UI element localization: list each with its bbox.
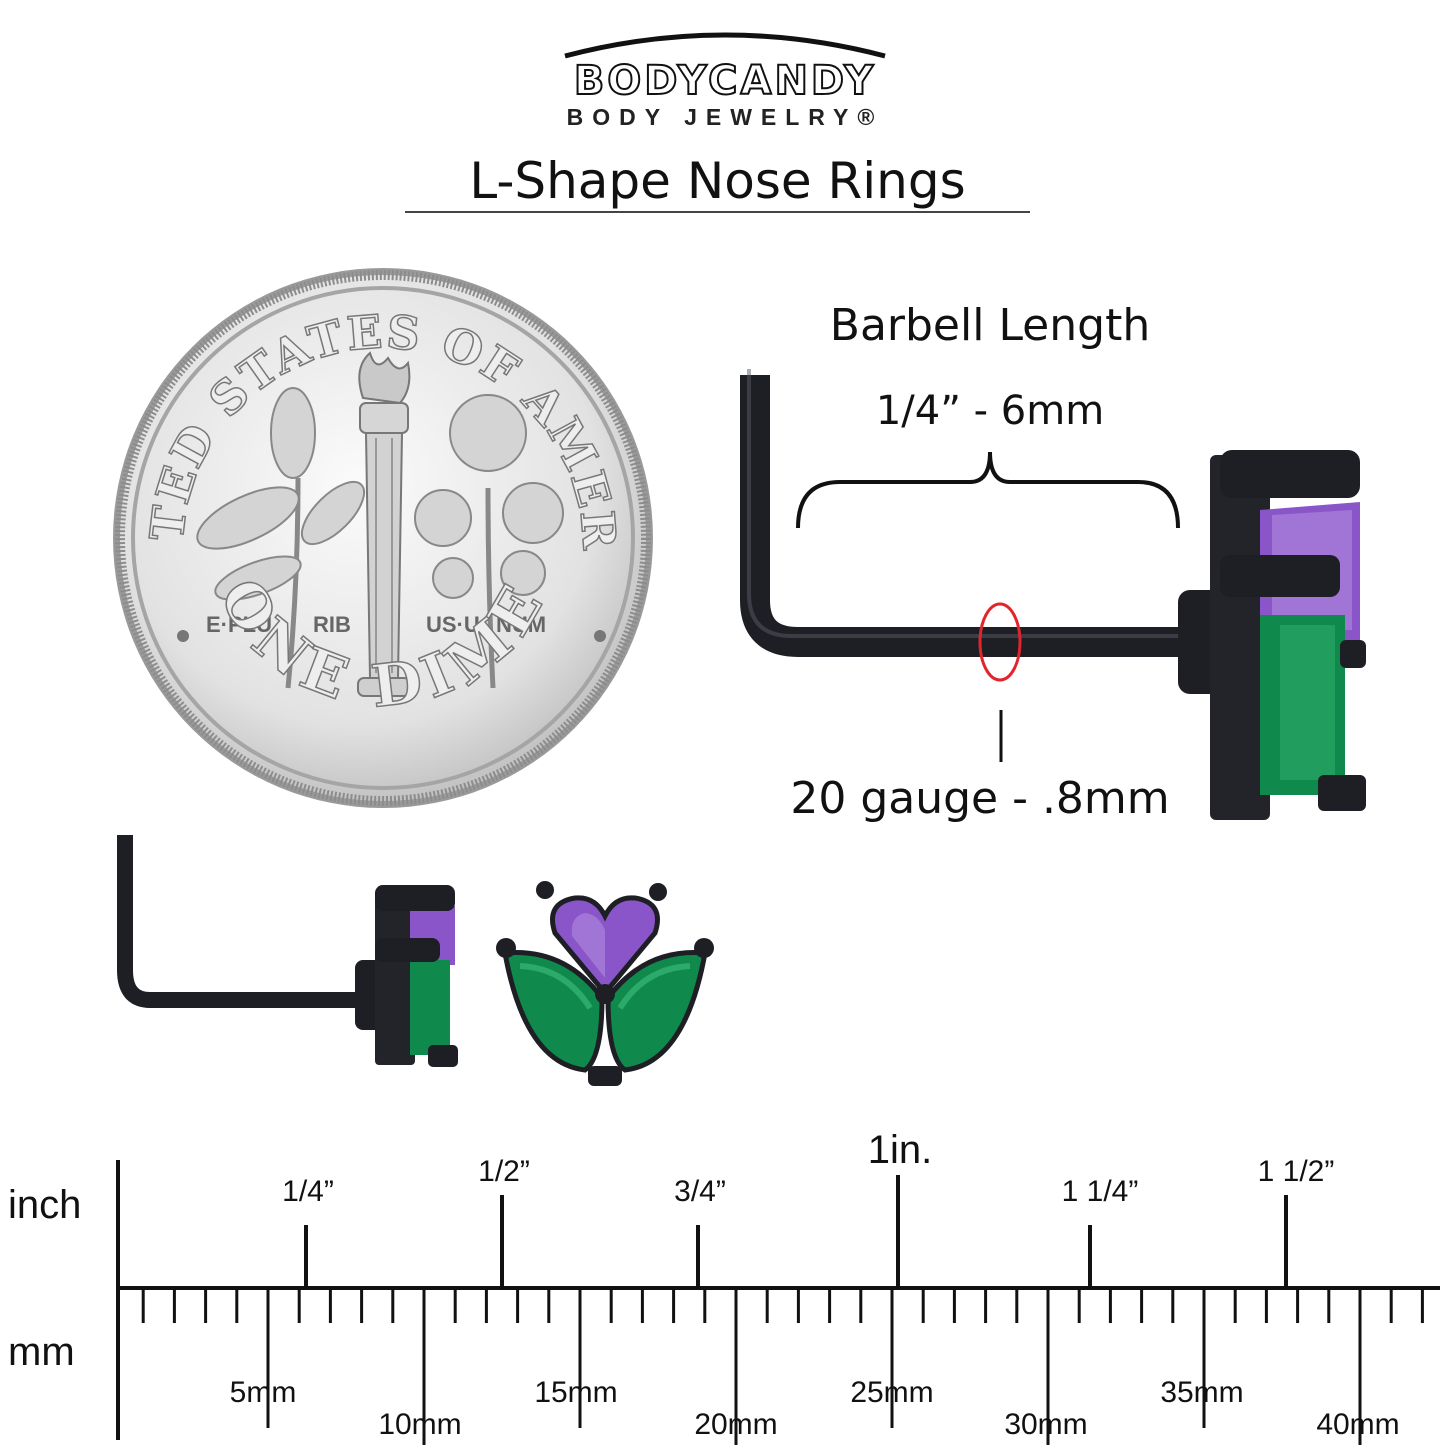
mm-mark-40: 40mm (1316, 1408, 1400, 1441)
logo-arc (564, 32, 886, 59)
brand-logo-text: BODYCANDY (573, 57, 877, 105)
ruler-inch-label: inch (8, 1183, 82, 1227)
ruler-mm-ticks (141, 1288, 1424, 1445)
nose-ring-front-view (496, 881, 714, 1086)
ruler-mm-label: mm (8, 1330, 75, 1374)
measurement-ruler (116, 1160, 1440, 1445)
mm-mark-30: 30mm (1004, 1408, 1088, 1441)
mm-mark-35: 35mm (1160, 1376, 1244, 1409)
barbell-length-label: Barbell Length (829, 300, 1151, 351)
mm-mark-25: 25mm (850, 1376, 934, 1409)
gauge-label: 20 gauge - .8mm (790, 773, 1170, 824)
mm-mark-20: 20mm (694, 1408, 778, 1441)
nose-ring-side-view (740, 369, 1366, 820)
inch-mark-one-half: 1 1/2” (1257, 1155, 1335, 1188)
inch-mark-quarter: 1/4” (282, 1175, 334, 1208)
coin-motto-3: US·U (426, 612, 480, 637)
coin-motto-2: RIB (313, 612, 351, 637)
barbell-length-value: 1/4” - 6mm (875, 388, 1105, 434)
mm-mark-10: 10mm (378, 1408, 462, 1441)
mm-mark-5: 5mm (229, 1376, 297, 1409)
coin-motto-4: NUM (496, 612, 546, 637)
inch-mark-half: 1/2” (478, 1155, 530, 1188)
inch-mark-three-quarter: 3/4” (674, 1175, 726, 1208)
title-underline (405, 211, 1030, 213)
brand-subtitle: BODY JEWELRY® (566, 104, 884, 130)
dime-coin: E·PLU RIB US·U NUM UNITED STATES OF AMER… (108, 258, 653, 808)
nose-ring-small-side-view (117, 835, 458, 1067)
coin-motto-1: E·PLU (206, 612, 272, 637)
inch-mark-one: 1in. (867, 1128, 933, 1172)
gauge-highlight-ring (978, 602, 1022, 682)
ruler-inch-ticks (304, 1175, 1288, 1288)
page-title: L-Shape Nose Rings (469, 152, 966, 210)
mm-mark-15: 15mm (534, 1376, 618, 1409)
inch-mark-one-quarter: 1 1/4” (1061, 1175, 1139, 1208)
